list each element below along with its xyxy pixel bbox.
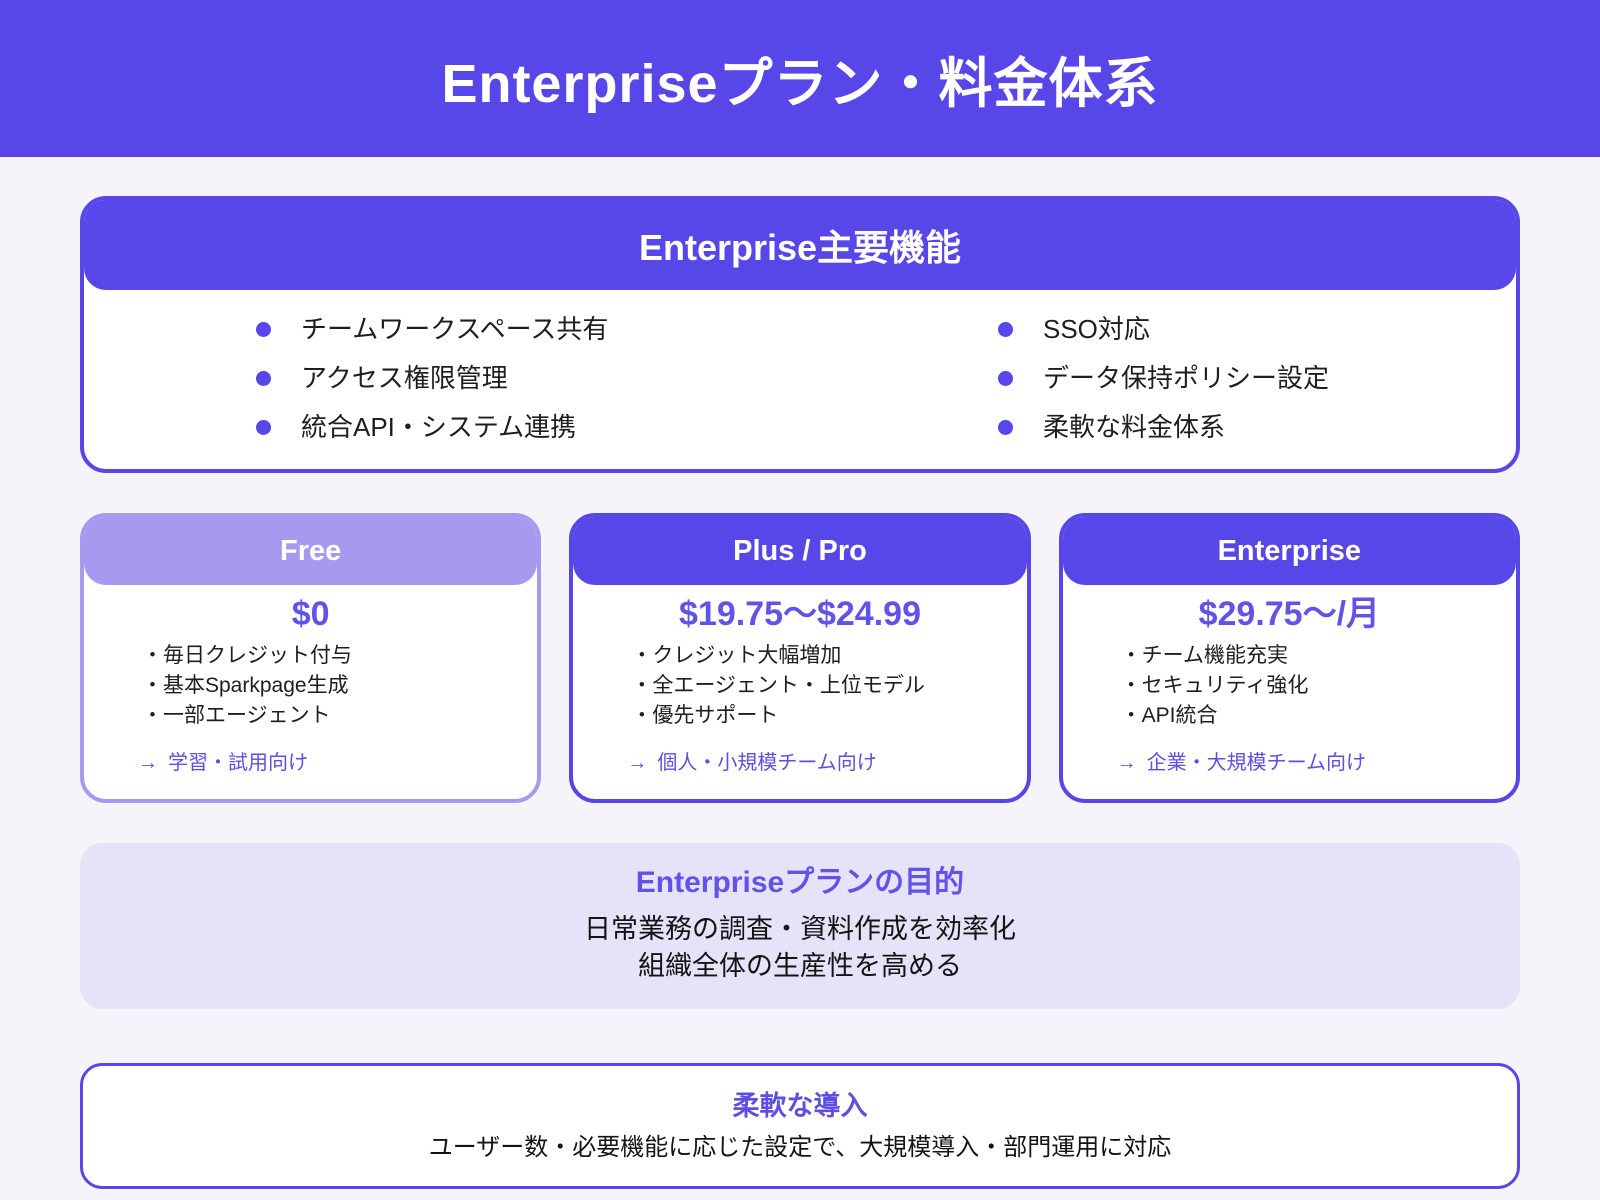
plan-feature-text: チーム機能充実	[1141, 644, 1289, 667]
plan-price: $29.75〜/月	[1198, 595, 1381, 633]
feature-item: チームワークスペース共有	[256, 314, 800, 344]
plan-feature-item: ・クレジット大幅増加	[631, 641, 1010, 671]
arrow-right-icon: →	[1116, 752, 1137, 774]
features-list: チームワークスペース共有 アクセス権限管理 統合API・システム連携 SSO対応	[84, 290, 1516, 469]
list-dot: ・	[142, 674, 163, 697]
deployment-title: 柔軟な導入	[732, 1091, 868, 1121]
features-card: Enterprise主要機能 チームワークスペース共有 アクセス権限管理 統合A…	[80, 196, 1520, 473]
plan-target-text: 個人・小規模チーム向け	[657, 752, 877, 774]
page-header: Enterpriseプラン・料金体系	[0, 0, 1600, 157]
arrow-right-icon: →	[138, 752, 158, 774]
plan-target: → 企業・大規模チーム向け	[1063, 751, 1516, 775]
purpose-section: Enterpriseプランの目的 日常業務の調査・資料作成を効率化 組織全体の生…	[80, 843, 1520, 1009]
page-title: Enterpriseプラン・料金体系	[441, 54, 1159, 114]
plan-body: $29.75〜/月 ・チーム機能充実 ・セキュリティ強化 ・API統合 → 企業…	[1063, 595, 1516, 799]
list-dot: ・	[1120, 644, 1142, 667]
plan-feature-text: クレジット大幅増加	[652, 644, 842, 667]
list-dot: ・	[1120, 674, 1142, 697]
list-dot: ・	[631, 704, 653, 727]
plan-feature-text: 優先サポート	[652, 704, 779, 727]
plan-card-enterprise: Enterprise $29.75〜/月 ・チーム機能充実 ・セキュリティ強化 …	[1058, 513, 1520, 803]
plan-card-plus-pro: Plus / Pro $19.75〜$24.99 ・クレジット大幅増加 ・全エー…	[569, 513, 1031, 803]
purpose-line-1: 日常業務の調査・資料作成を効率化	[584, 914, 1016, 944]
feature-item: 統合API・システム連携	[256, 412, 800, 442]
plan-name: Plus / Pro	[573, 517, 1027, 585]
plan-feature-item: ・一部エージェント	[142, 701, 521, 731]
feature-item-label: アクセス権限管理	[301, 363, 508, 393]
plan-feature-text: API統合	[1141, 704, 1218, 727]
bullet-icon	[256, 321, 271, 337]
plan-feature-item: ・基本Sparkpage生成	[142, 671, 521, 701]
feature-item-label: チームワークスペース共有	[301, 314, 609, 344]
plan-feature-list: ・クレジット大幅増加 ・全エージェント・上位モデル ・優先サポート	[573, 641, 1026, 731]
features-column-right: SSO対応 データ保持ポリシー設定 柔軟な料金体系	[800, 314, 1516, 442]
bullet-icon	[256, 370, 271, 386]
bullet-icon	[998, 419, 1013, 435]
features-card-title: Enterprise主要機能	[84, 200, 1516, 290]
features-column-left: チームワークスペース共有 アクセス権限管理 統合API・システム連携	[84, 314, 800, 442]
plan-feature-text: 一部エージェント	[163, 704, 331, 727]
arrow-right-icon: →	[627, 752, 648, 774]
purpose-line-2: 組織全体の生産性を高める	[638, 951, 962, 981]
plan-feature-list: ・毎日クレジット付与 ・基本Sparkpage生成 ・一部エージェント	[84, 641, 537, 731]
plan-target: → 学習・試用向け	[84, 751, 537, 775]
plan-feature-item: ・毎日クレジット付与	[142, 641, 521, 671]
list-dot: ・	[631, 644, 653, 667]
plan-price: $0	[291, 595, 330, 633]
plan-target-text: 企業・大規模チーム向け	[1146, 752, 1367, 774]
list-dot: ・	[142, 644, 163, 667]
plan-name: Free	[84, 517, 538, 585]
feature-item: SSO対応	[998, 314, 1516, 344]
main-content: Enterprise主要機能 チームワークスペース共有 アクセス権限管理 統合A…	[0, 196, 1600, 1189]
list-dot: ・	[1120, 704, 1142, 727]
plan-feature-item: ・セキュリティ強化	[1121, 671, 1500, 701]
bullet-icon	[998, 370, 1013, 386]
plan-feature-item: ・API統合	[1121, 701, 1500, 731]
deployment-text: ユーザー数・必要機能に応じた設定で、大規模導入・部門運用に対応	[428, 1134, 1172, 1161]
plan-feature-list: ・チーム機能充実 ・セキュリティ強化 ・API統合	[1063, 641, 1516, 731]
list-dot: ・	[631, 674, 653, 697]
plan-feature-item: ・チーム機能充実	[1121, 641, 1500, 671]
plan-feature-text: 基本Sparkpage生成	[163, 674, 349, 697]
feature-item: 柔軟な料金体系	[998, 412, 1516, 442]
plan-feature-text: 毎日クレジット付与	[163, 644, 352, 667]
feature-item-label: SSO対応	[1043, 314, 1150, 344]
plan-target: → 個人・小規模チーム向け	[573, 751, 1026, 775]
plan-price: $19.75〜$24.99	[679, 595, 921, 633]
plan-card-free: Free $0 ・毎日クレジット付与 ・基本Sparkpage生成 ・一部エージ…	[80, 513, 542, 803]
feature-item: アクセス権限管理	[256, 363, 800, 393]
feature-item-label: 統合API・システム連携	[301, 412, 577, 442]
bullet-icon	[256, 419, 271, 435]
feature-item-label: 柔軟な料金体系	[1043, 412, 1226, 442]
feature-item: データ保持ポリシー設定	[998, 363, 1516, 393]
plan-feature-text: セキュリティ強化	[1141, 674, 1309, 697]
feature-item-label: データ保持ポリシー設定	[1043, 363, 1330, 393]
deployment-card: 柔軟な導入 ユーザー数・必要機能に応じた設定で、大規模導入・部門運用に対応	[80, 1063, 1520, 1189]
plan-feature-item: ・優先サポート	[631, 701, 1010, 731]
plan-name: Enterprise	[1062, 517, 1516, 585]
pricing-cards-row: Free $0 ・毎日クレジット付与 ・基本Sparkpage生成 ・一部エージ…	[80, 513, 1520, 803]
list-dot: ・	[142, 704, 163, 727]
purpose-title: Enterpriseプランの目的	[635, 866, 965, 899]
plan-feature-text: 全エージェント・上位モデル	[652, 674, 925, 697]
plan-target-text: 学習・試用向け	[168, 752, 308, 774]
bullet-icon	[998, 321, 1013, 337]
plan-feature-item: ・全エージェント・上位モデル	[631, 671, 1010, 701]
plan-body: $0 ・毎日クレジット付与 ・基本Sparkpage生成 ・一部エージェント →…	[84, 595, 537, 799]
plan-body: $19.75〜$24.99 ・クレジット大幅増加 ・全エージェント・上位モデル …	[573, 595, 1026, 799]
